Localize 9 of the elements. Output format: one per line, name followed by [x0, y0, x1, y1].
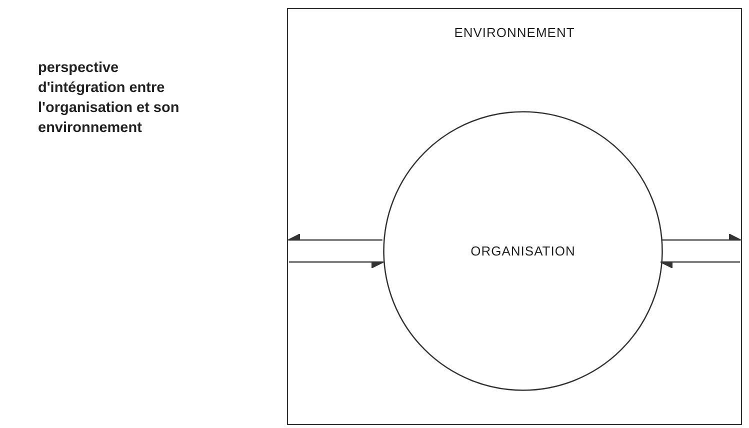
arrow	[289, 261, 384, 268]
caption-text: perspective d'intégration entre l'organisation et son environnement	[38, 59, 180, 138]
circle-label: ORGANISATION	[470, 244, 576, 258]
box-title: ENVIRONNEMENT	[453, 25, 576, 40]
frame-box	[287, 8, 742, 425]
arrow	[662, 234, 742, 241]
circle-shape	[383, 111, 663, 391]
arrow	[288, 234, 382, 241]
arrow	[660, 261, 740, 268]
